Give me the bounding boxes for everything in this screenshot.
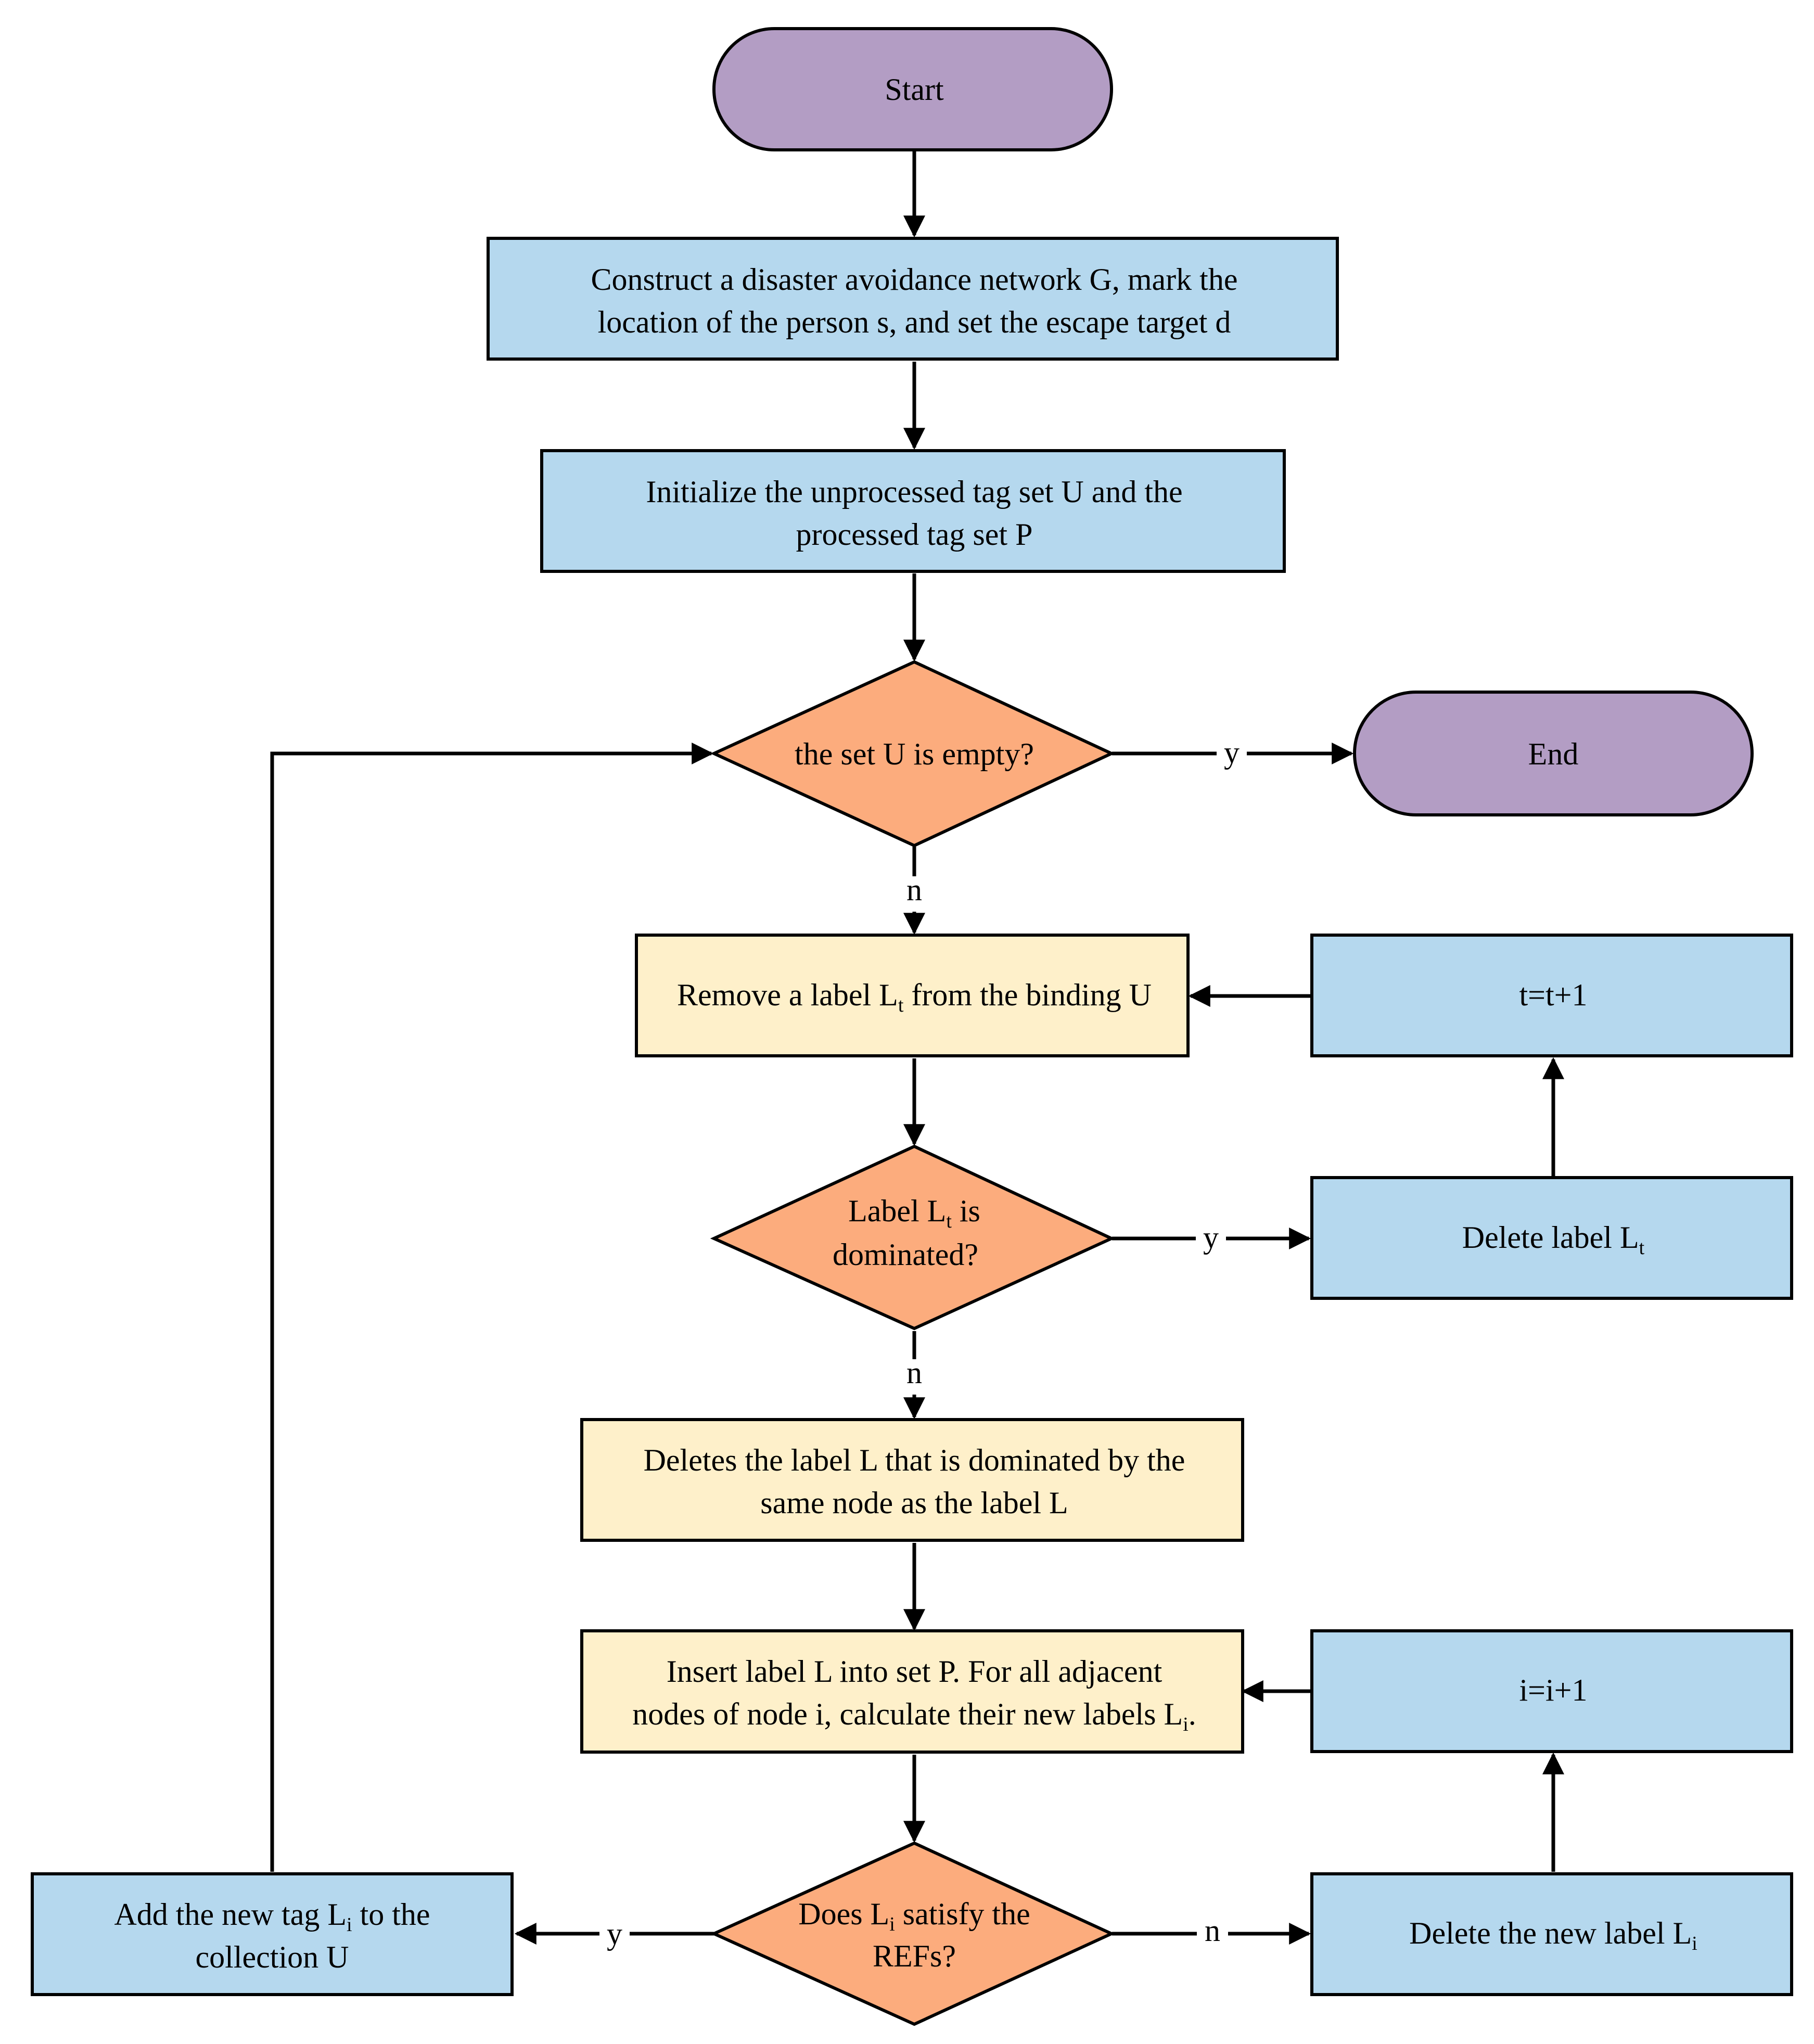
edge-label-empty-yes: y — [1224, 735, 1240, 770]
delete-label-t-process: Delete label Lt — [1310, 1176, 1793, 1300]
i-increment-process: i=i+1 — [1310, 1629, 1793, 1753]
label-dominated-decision: Label Lt is dominated? — [710, 1144, 1116, 1331]
edge-label-empty-no: n — [906, 873, 922, 907]
insert-label-process: Insert label L into set P. For all adjac… — [580, 1629, 1244, 1754]
construct-network-process: Construct a disaster avoidance network G… — [487, 237, 1339, 361]
delete-label-t-text: Delete label Lt — [1462, 1220, 1645, 1259]
remove-label-text: Remove a label Lt from the binding U — [677, 978, 1152, 1016]
label-dominated-line1: Label Lt is — [848, 1194, 980, 1232]
add-new-tag-line1: Add the new tag Li to the — [114, 1897, 430, 1936]
delete-new-label-text: Delete the new label Li — [1409, 1916, 1697, 1954]
set-u-empty-label: the set U is empty? — [795, 737, 1034, 771]
satisfy-refs-decision: Does Li satisfy the REFs? — [710, 1841, 1116, 2026]
deletes-dominated-line2: same node as the label L — [760, 1486, 1068, 1520]
label-dominated-line2: dominated? — [833, 1237, 978, 1272]
initialize-line1: Initialize the unprocessed tag set U and… — [646, 475, 1182, 509]
deletes-dominated-line1: Deletes the label L that is dominated by… — [644, 1443, 1185, 1477]
construct-line2: location of the person s, and set the es… — [598, 305, 1231, 339]
edge-add-new-tag-loop-to-set-u-empty — [270, 743, 714, 1872]
delete-new-label-process: Delete the new label Li — [1310, 1872, 1793, 1996]
edge-label-dominated-yes: y — [1203, 1220, 1219, 1255]
start-terminal: Start — [712, 27, 1113, 151]
add-new-tag-process: Add the new tag Li to the collection U — [31, 1872, 514, 1996]
add-new-tag-line2: collection U — [196, 1940, 349, 1974]
insert-label-line2: nodes of node i, calculate their new lab… — [632, 1697, 1196, 1735]
satisfy-refs-line2: REFs? — [873, 1939, 956, 1973]
edge-label-refs-no: n — [1205, 1913, 1220, 1948]
t-increment-process: t=t+1 — [1310, 934, 1793, 1057]
i-increment-label: i=i+1 — [1519, 1673, 1587, 1707]
edge-label-dominated-no: n — [906, 1356, 922, 1390]
initialize-sets-process: Initialize the unprocessed tag set U and… — [540, 449, 1286, 573]
satisfy-refs-line1: Does Li satisfy the — [798, 1897, 1030, 1935]
initialize-line2: processed tag set P — [796, 517, 1033, 552]
edge-label-refs-yes: y — [607, 1917, 622, 1951]
end-terminal: End — [1353, 691, 1754, 816]
construct-line1: Construct a disaster avoidance network G… — [591, 262, 1238, 297]
deletes-dominated-label-process: Deletes the label L that is dominated by… — [580, 1418, 1244, 1542]
set-u-empty-decision: the set U is empty? — [710, 660, 1116, 848]
t-increment-label: t=t+1 — [1519, 978, 1587, 1012]
start-label: Start — [885, 72, 944, 107]
remove-label-process: Remove a label Lt from the binding U — [635, 934, 1190, 1057]
end-label: End — [1528, 737, 1579, 771]
insert-label-line1: Insert label L into set P. For all adjac… — [667, 1654, 1163, 1689]
